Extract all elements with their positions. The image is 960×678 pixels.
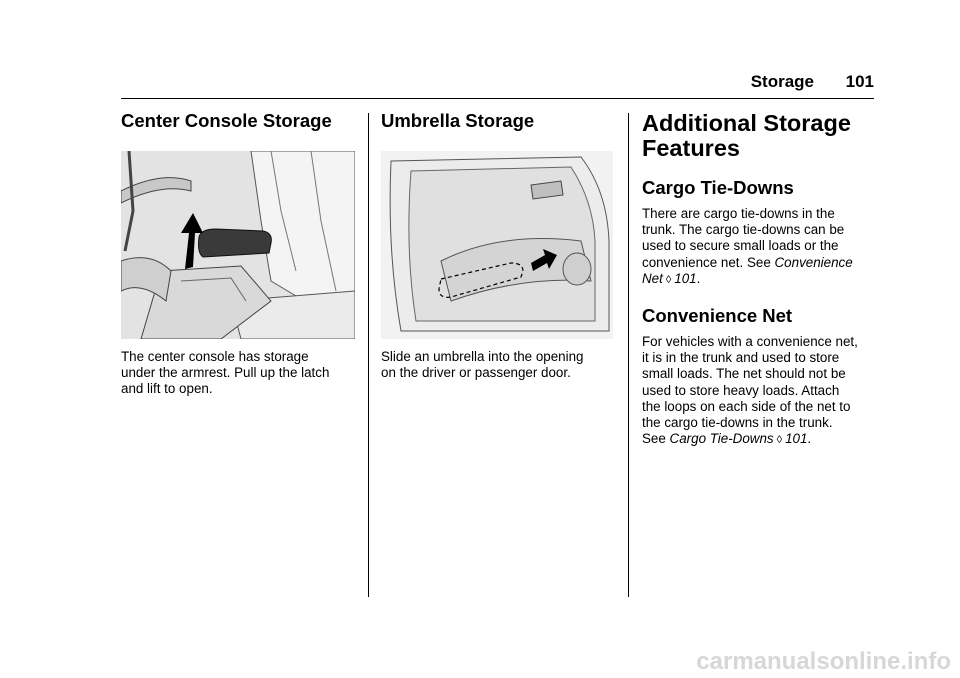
additional-storage-section: Additional Storage Features Cargo Tie-Do… [642,108,876,448]
convenience-net-link[interactable]: Net [642,270,663,286]
chapter-heading: Additional Storage Features [642,110,851,161]
column-divider [628,113,629,597]
section-heading: Center Console Storage [121,110,332,131]
umbrella-storage-section: Umbrella Storage Slide an umbrella into … [381,108,613,381]
page-ref-icon: ◊ [776,434,783,447]
page-ref-number[interactable]: 101 [674,270,697,286]
page-number: 101 [845,72,874,91]
page-header: Storage 101 [121,70,874,99]
door-umbrella-illustration [381,151,613,339]
center-console-section: Center Console Storage The center consol… [121,108,355,398]
cargo-tie-downs-text: There are cargo tie-downs in the trunk. … [642,206,876,288]
body-text: Slide an umbrella into the opening on th… [381,349,584,381]
watermark: carmanualsonline.info [696,648,951,675]
cargo-tie-downs-heading: Cargo Tie-Downs [642,177,794,198]
column-divider [368,113,369,597]
convenience-net-heading: Convenience Net [642,305,793,327]
section-title: Storage [750,72,814,91]
cargo-tie-downs-link[interactable]: Cargo Tie-Downs [669,431,774,447]
section-heading: Umbrella Storage [381,110,535,131]
page-ref-number[interactable]: 101 [785,431,808,447]
page-ref-icon: ◊ [665,273,672,286]
console-armrest-illustration [121,151,355,339]
body-text: The center console has storage under the… [121,349,330,397]
convenience-net-link[interactable]: Convenience [774,254,853,270]
convenience-net-text: For vehicles with a convenience net, it … [642,334,876,448]
